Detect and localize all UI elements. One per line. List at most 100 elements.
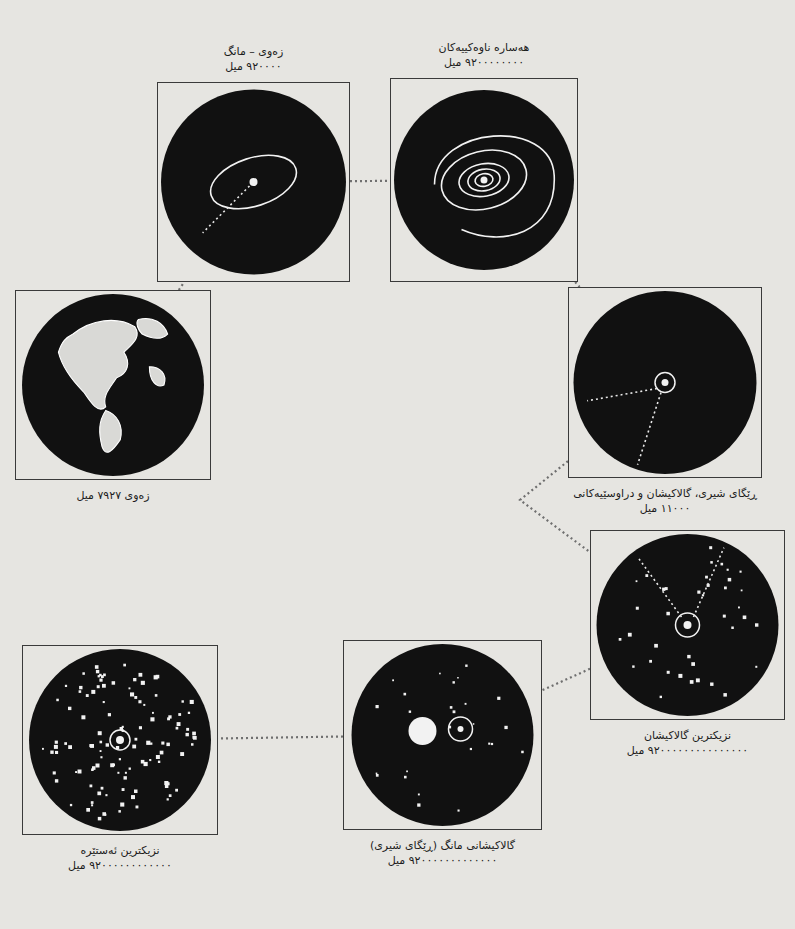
zoom-line	[638, 393, 661, 465]
scale-name: هەسارە ناوەکییەکان	[439, 40, 530, 55]
frame	[16, 291, 211, 480]
star-dot	[138, 700, 141, 703]
star-dot	[95, 665, 99, 669]
zoom-line	[587, 389, 657, 401]
panel-label: نزیکترین ئەستێرە٩٢٠٠٠٠٠٠٠٠٠٠٠٠ میل	[68, 843, 172, 873]
scale-name: زەوی – مانگ	[224, 44, 284, 59]
zoom-line	[637, 557, 681, 617]
star-dot	[100, 756, 102, 758]
star-dot	[465, 703, 467, 705]
star-dot	[458, 810, 460, 812]
galaxy-dot	[684, 621, 692, 629]
star-dot	[190, 700, 194, 704]
star-dot	[450, 706, 453, 709]
star-dot	[418, 794, 420, 796]
star-dot	[654, 644, 658, 648]
orbit	[456, 160, 511, 201]
star-dot	[687, 655, 690, 658]
star-dot	[134, 696, 137, 699]
frame	[158, 83, 350, 282]
star-dot	[619, 638, 622, 641]
star-dot	[91, 690, 95, 694]
star-dot	[691, 662, 695, 666]
star-dot	[92, 767, 95, 770]
star-dot	[404, 776, 407, 779]
star-dot	[101, 675, 104, 678]
star-dot	[404, 693, 407, 696]
star-dot	[705, 576, 708, 579]
star-dot	[79, 690, 82, 693]
zoom-connector	[350, 180, 390, 183]
star-dot	[453, 681, 455, 683]
star-dot	[665, 587, 668, 590]
star-dot	[82, 672, 85, 675]
star-dot	[177, 722, 181, 726]
frame	[591, 531, 785, 720]
outer-orbit	[435, 136, 555, 237]
star-dot	[91, 801, 94, 804]
star-dot	[738, 607, 740, 609]
star-dot	[721, 563, 724, 566]
frame	[23, 646, 218, 835]
sun-dot	[116, 736, 124, 744]
scale-distance: ٩٢٠٠٠٠٠٠٠٠٠٠٠٠٠٠٠ میل	[627, 743, 749, 758]
panel-label: نزیکترین گالاکیشان٩٢٠٠٠٠٠٠٠٠٠٠٠٠٠٠٠ میل	[627, 728, 749, 758]
star-dot	[50, 751, 53, 754]
panel-illustration	[390, 78, 578, 282]
star-dot	[56, 699, 59, 702]
star-dot	[161, 742, 164, 745]
star-dot	[68, 745, 72, 749]
star-dot	[55, 751, 58, 754]
view-disc	[29, 649, 211, 831]
star-dot	[144, 762, 148, 766]
star-dot	[42, 748, 44, 750]
star-dot	[636, 607, 639, 610]
zoom-line	[203, 186, 250, 233]
star-dot	[106, 743, 109, 746]
star-dot	[132, 745, 136, 749]
star-dot	[180, 752, 184, 756]
star-dot	[628, 633, 632, 637]
panel-illustration	[22, 645, 218, 835]
panel-label: زەوی – مانگ٩٢٠٠٠٠ میل	[224, 44, 284, 74]
star-dot	[97, 792, 101, 796]
star-dot	[53, 771, 56, 774]
earth-dot	[250, 178, 258, 186]
scale-name: زەوی ٧٩٢٧ میل	[76, 488, 149, 503]
star-dot	[129, 687, 131, 689]
star-dot	[724, 587, 727, 590]
star-dot	[68, 707, 71, 710]
star-dot	[124, 776, 127, 779]
star-dot	[392, 679, 394, 681]
star-dot	[65, 685, 67, 687]
star-dot	[105, 794, 107, 796]
sun-dot	[662, 379, 669, 386]
star-dot	[167, 798, 169, 800]
star-dot	[102, 812, 106, 816]
star-dot	[91, 804, 93, 806]
star-dot	[743, 616, 747, 620]
star-dot	[168, 715, 171, 718]
star-dot	[755, 623, 758, 626]
star-dot	[136, 806, 139, 809]
land	[58, 320, 137, 409]
star-dot	[696, 678, 700, 682]
star-dot	[134, 790, 138, 794]
star-dot	[96, 670, 99, 673]
view-disc	[574, 291, 757, 474]
zoom-connector	[218, 737, 343, 739]
view-disc	[597, 534, 779, 716]
star-dot	[731, 627, 734, 630]
star-dot	[166, 743, 170, 747]
star-dot	[636, 580, 638, 582]
star-dot	[96, 764, 100, 768]
view-ring	[676, 613, 700, 637]
star-dot	[156, 755, 160, 759]
frame	[344, 641, 542, 830]
zoom-line	[694, 548, 724, 617]
star-dot	[90, 785, 93, 788]
star-dot	[55, 741, 58, 744]
star-dot	[120, 803, 124, 807]
star-dot	[649, 660, 652, 663]
star-dot	[122, 788, 125, 791]
